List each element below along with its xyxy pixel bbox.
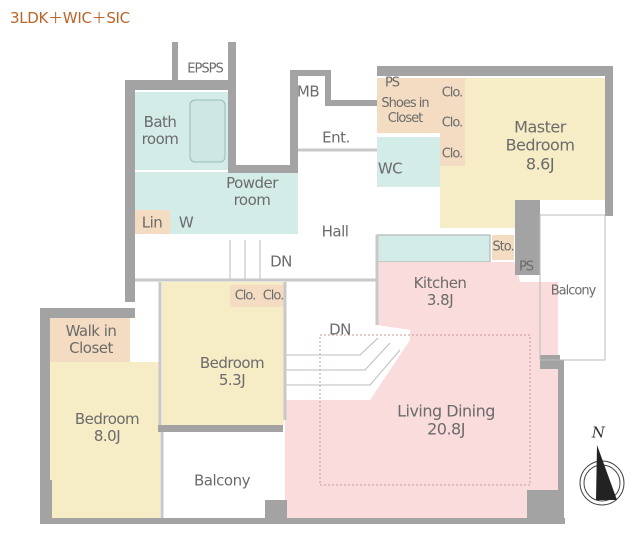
closet-label-1: Clo. bbox=[441, 85, 464, 101]
bath-room-label: Bath room bbox=[141, 112, 179, 148]
shoes-in-closet-label: Shoes in Closet bbox=[381, 96, 429, 126]
ps-right-label: PS bbox=[518, 259, 534, 275]
compass-north-label: N bbox=[591, 423, 605, 442]
entrance-label: Ent. bbox=[322, 128, 350, 147]
compass-icon bbox=[579, 445, 625, 506]
shoes-closet-area bbox=[377, 78, 440, 133]
walk-in-closet-area bbox=[50, 318, 130, 362]
ps-top-label: PS bbox=[384, 75, 400, 91]
closet-label-4: Clo. bbox=[234, 288, 257, 304]
stairs bbox=[229, 240, 401, 386]
wc-label: WC bbox=[377, 159, 403, 178]
powder-room-area bbox=[210, 172, 298, 234]
balcony-bottom-label: Balcony bbox=[194, 471, 250, 490]
sto-area bbox=[492, 235, 514, 260]
closet-label-3: Clo. bbox=[441, 146, 464, 162]
clo-area-bottom bbox=[230, 285, 285, 307]
living-kitchen-area bbox=[285, 262, 558, 520]
bedroom-8-label: Bedroom 8.0J bbox=[74, 409, 140, 445]
living-dining-label: Living Dining 20.8J bbox=[397, 401, 495, 439]
bedroom-8-area bbox=[50, 362, 160, 520]
walk-in-closet-label: Walk in Closet bbox=[65, 321, 117, 357]
hall-label: Hall bbox=[321, 222, 349, 241]
plan-title: 3LDK＋WIC＋SIC bbox=[10, 9, 130, 27]
w-label: W bbox=[178, 213, 194, 232]
bathtub bbox=[189, 99, 226, 163]
master-bedroom-area bbox=[440, 78, 605, 228]
dining-rug bbox=[319, 334, 531, 486]
wc-area bbox=[377, 137, 440, 187]
bedroom-5-label: Bedroom 5.3J bbox=[199, 353, 265, 389]
dn-living-label: DN bbox=[329, 320, 351, 339]
interior-partitions bbox=[135, 148, 379, 518]
powder-room-label: Powder room bbox=[226, 173, 278, 209]
mb-label: MB bbox=[296, 82, 320, 101]
master-bedroom-label: Master Bedroom 8.6J bbox=[505, 117, 575, 174]
balcony-right-label: Balcony bbox=[550, 283, 597, 299]
dn-hall-label: DN bbox=[270, 252, 292, 271]
walls bbox=[40, 42, 613, 524]
closet-area bbox=[440, 78, 465, 166]
closet-label-2: Clo. bbox=[441, 115, 464, 131]
lin-label: Lin bbox=[141, 213, 163, 232]
closet-label-5: Clo. bbox=[262, 288, 285, 304]
lin-area bbox=[135, 210, 170, 234]
balcony-right bbox=[539, 214, 606, 361]
sto-label: Sto. bbox=[492, 239, 514, 255]
epsps-label: EPSPS bbox=[187, 61, 223, 77]
kitchen-label: Kitchen 3.8J bbox=[413, 273, 467, 309]
kitchen-counter bbox=[376, 234, 491, 263]
